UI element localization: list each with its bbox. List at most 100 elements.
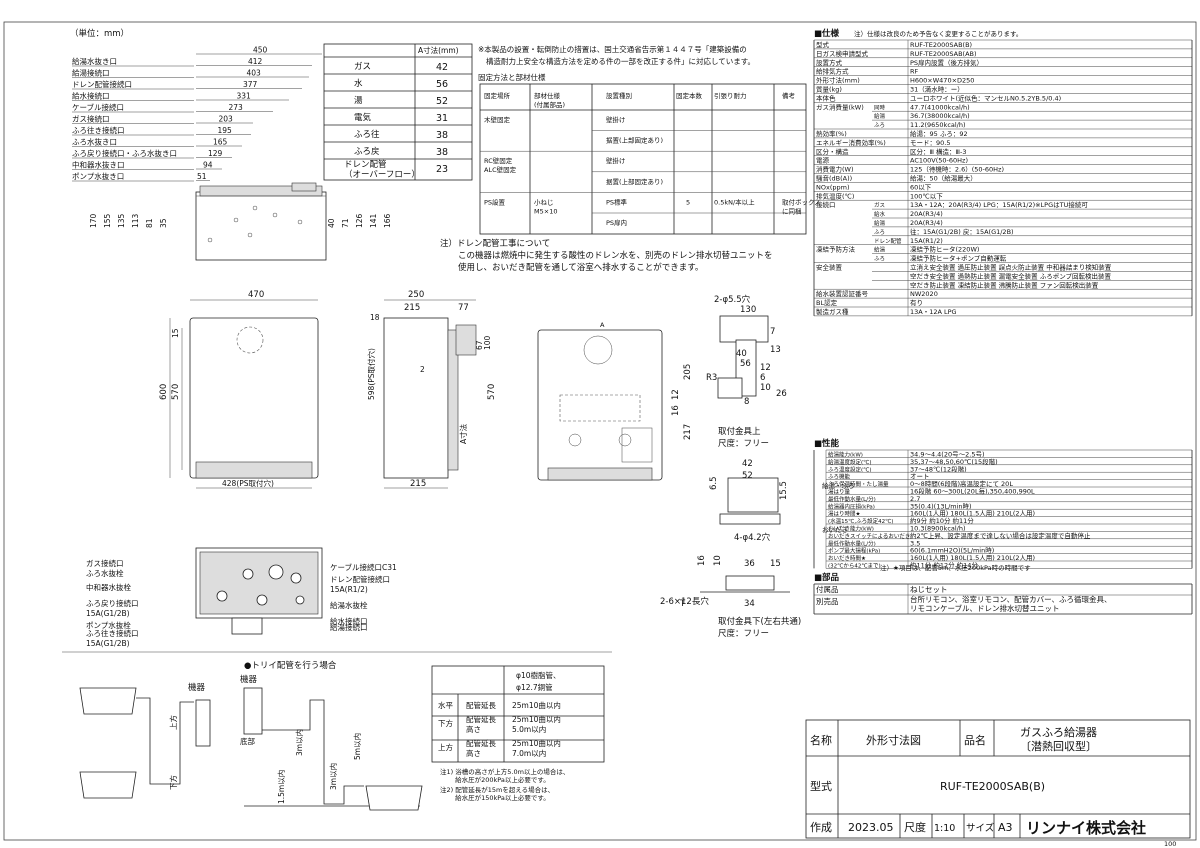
lower-bracket-dim: T — [679, 599, 686, 609]
pipe-note-2: 給水圧が200kPa以上必要です。 — [440, 775, 550, 784]
spec-title: ■仕様 — [814, 28, 840, 39]
torii-bottom-label: 底部 — [240, 736, 255, 746]
perf-label: ふろ保温時間・たし湯量 — [828, 480, 889, 488]
perf-label: 最低作動水量(L/分) — [828, 495, 876, 503]
a-table-value: 38 — [436, 147, 448, 158]
page-number: 100 — [1164, 840, 1176, 848]
spec-value: ユーロホワイト(近似色：マンセルN0.5.2YB.5/0.4) — [910, 93, 1061, 102]
spec-label: 給排気方式 — [816, 67, 849, 76]
side-dimension: 166 — [383, 213, 392, 228]
torii-3m-b: 3m以内 — [328, 763, 338, 790]
upper-bracket-hole: 2-φ5.5穴 — [714, 294, 751, 305]
upper-bracket-dim: 12 — [760, 363, 771, 373]
perf-label: 最低作動水量(L/分) — [828, 539, 876, 547]
spec-sub-label: 給湯 — [874, 112, 886, 120]
perf-note: 注）★項目は、配管5m、水圧200kPa時の時間です — [880, 563, 1031, 572]
perf-value: オート — [910, 473, 930, 481]
a-table-label: ガス — [354, 61, 371, 72]
pipe-row-type: 上方 — [438, 742, 453, 752]
side-dimension: 126 — [355, 213, 364, 228]
spec-sub-label: ふろ — [874, 256, 885, 263]
pipe-row-item: 高さ — [466, 724, 481, 734]
spec-value: RUF-TE2000SAB(B) — [910, 41, 972, 49]
side-hole-height: 598(PS取付穴) — [366, 348, 376, 400]
lower-bracket-dim: 6.5 — [709, 476, 719, 490]
spec-value: 47.7(41000kcal/h) — [910, 103, 970, 111]
fix-cell: 取付ボックス — [782, 197, 821, 206]
perf-value: 35,37〜48,50,60℃(15段階) — [910, 457, 998, 466]
parts-value: 台所リモコン、浴室リモコン、配管カバー、ふろ循環金具、 — [910, 594, 1112, 604]
spec-label: ガス消費量(kW) — [816, 102, 864, 111]
fix-cell: PS扉内 — [606, 218, 627, 227]
upper-bracket-dim: 56 — [740, 359, 751, 369]
spec-value: 100℃以下 — [910, 192, 943, 200]
side-height: 570 — [487, 384, 497, 400]
side-top-offset: 18 — [370, 313, 380, 322]
bottom-label: ポンプ水抜栓 — [86, 620, 131, 630]
sheet-frame — [3, 21, 1197, 841]
pipe-label: ドレン配管接続口 — [72, 79, 132, 89]
parts-value: ねじセット — [910, 585, 948, 594]
front-width: 470 — [248, 290, 264, 300]
top-dimension: 412 — [248, 57, 263, 66]
spec-value: RUF-TE2000SAB(AB) — [910, 50, 977, 58]
upper-bracket-dim: 6 — [760, 373, 765, 383]
spec-value: 空だき安全装置 過熱防止装置 漏電安全装置 ふろポンプ回転検出装置 — [910, 271, 1112, 280]
pipe-row-item: 配管延長 — [466, 738, 496, 748]
parts-title: ■部品 — [814, 572, 840, 583]
side-dimension: 113 — [131, 213, 140, 228]
pipe-row-type: 下方 — [438, 718, 453, 728]
spec-label: 型式 — [816, 40, 830, 49]
perf-label: 湯はり時間★ — [828, 510, 861, 518]
title-scale-label: 尺度 — [904, 820, 926, 834]
upper-bracket-dim: 13 — [770, 345, 781, 355]
fix-cell: 据置(上部固定あり) — [606, 177, 663, 186]
torii-section: ●トリイ配管を行う場合 機器 上方 下方 機器 底部 3m以内 5m以内 3m以… — [62, 651, 612, 811]
perf-label: ふろ機能 — [828, 473, 851, 481]
perf-section: ■性能 給湯能力(kW)34.9〜4.4(20号〜2.5号)給湯温度設定(℃)3… — [813, 438, 1193, 572]
lower-bracket-hole-4: 4-φ4.2穴 — [734, 532, 771, 543]
spec-value: 31（満水時：ー） — [910, 85, 964, 94]
upper-bracket-dim: 130 — [740, 305, 756, 315]
side-depth: 250 — [408, 290, 424, 300]
bottom-label: 15A(R1/2) — [330, 585, 368, 594]
perf-value: 160L(1人用) 180L(1.5人用) 210L(2人用) — [910, 510, 1035, 518]
fix-header: 固定場所 — [484, 91, 511, 100]
title-product-1: ガスふろ給湯器 — [1020, 725, 1097, 739]
perf-label: (水温15℃,ふろ設定42℃) — [828, 517, 893, 525]
bottom-label: 15A(G1/2B) — [86, 609, 130, 618]
title-size-label: サイズ — [966, 822, 995, 834]
spec-value: 区分：Ⅲ 構造：Ⅲ-3 — [910, 147, 967, 156]
drain-note-line-2: この機器は燃焼中に発生する酸性のドレン水を、別売のドレン排水切替ユニットを — [458, 250, 773, 261]
front-height-inner: 570 — [171, 384, 181, 400]
pipe-label: 中和器水抜き口 — [72, 160, 125, 170]
perf-label: おいだきスイッチによるおいだき — [828, 533, 910, 540]
perf-value: 3.5 — [910, 539, 920, 547]
top-dimension: 203 — [219, 115, 234, 124]
front-hole-width: 428(PS取付穴) — [222, 478, 274, 488]
pipe-label: ガス接続口 — [72, 114, 110, 124]
back-a-mark: A — [600, 321, 605, 329]
spec-label: 接続口 — [816, 200, 836, 209]
pipe-label: 給水接続口 — [72, 91, 110, 101]
title-made-label: 作成 — [810, 821, 832, 834]
a-table-value: 52 — [436, 96, 448, 107]
perf-label: ポンプ最大揚程(kPa) — [828, 547, 880, 555]
perf-value: 34.9〜4.4(20号〜2.5号) — [910, 451, 985, 459]
fix-header: (付属部品) — [534, 100, 565, 109]
perf-label: (32℃から42℃まで) — [828, 563, 881, 570]
parts-value: リモコンケーブル、ドレン排水切替ユニット — [910, 603, 1060, 613]
pipe-label: ふろ水抜き口 — [72, 137, 117, 147]
drain-note-line-1: 注）ドレン配管工事について — [440, 238, 550, 249]
side-dimension: 155 — [103, 213, 112, 228]
side-bottom: 215 — [410, 479, 426, 489]
pipe-label: 給湯接続口 — [72, 68, 110, 78]
side-depth-3: 77 — [458, 303, 469, 313]
top-dimension: 450 — [253, 46, 268, 55]
spec-value: 空だき防止装置 凍結防止装置 沸騰防止装置 ファン回転検出装置 — [910, 280, 1099, 289]
side-dimension: 81 — [145, 218, 154, 228]
title-name: 外形寸法図 — [866, 733, 921, 747]
title-date: 2023.05 — [848, 821, 894, 834]
